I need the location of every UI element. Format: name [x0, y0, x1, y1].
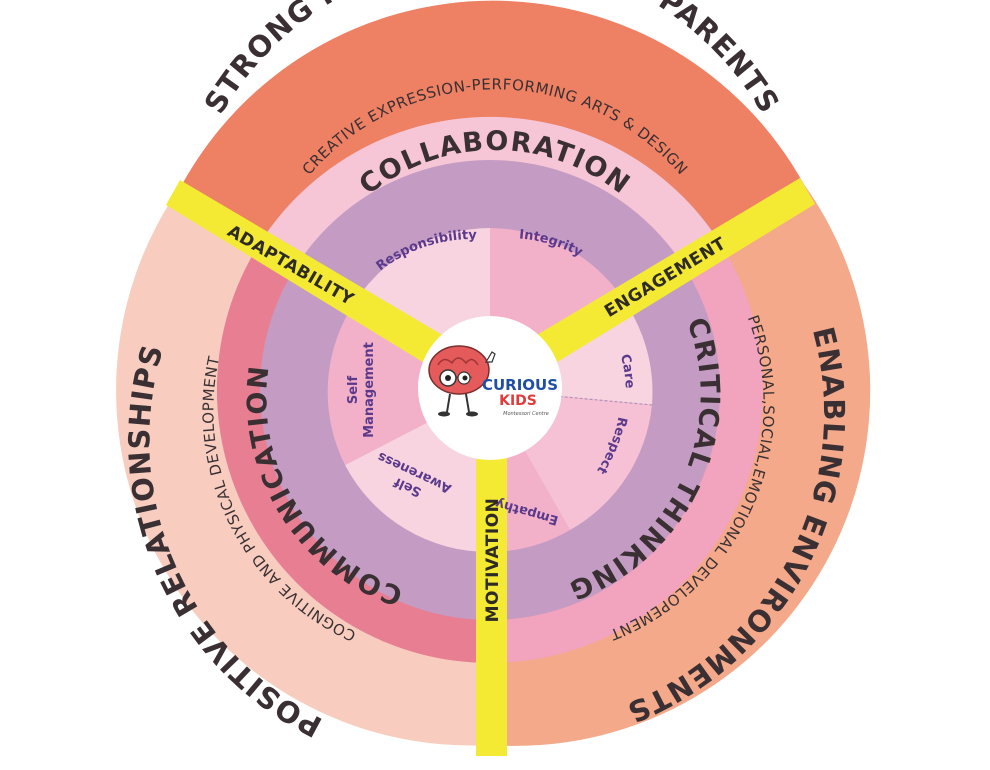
value-label-self-management: Self Management	[346, 342, 377, 438]
logo-tagline: Montessori Centre	[503, 411, 549, 417]
value-segment-self-management	[327, 310, 490, 465]
self-management-line1: Self	[346, 376, 361, 405]
spoke-adaptability	[166, 180, 505, 402]
logo-line1: CURIOUS	[482, 376, 558, 394]
logo-line2: KIDS	[499, 393, 537, 409]
center-logo: CURIOUS KIDS Montessori Centre	[418, 316, 562, 460]
brain-mascot-icon	[428, 345, 496, 417]
spoke-label-motivation: MOTIVATION	[483, 498, 503, 623]
value-label-care: Care	[617, 353, 637, 389]
spoke-engagement	[475, 178, 815, 402]
self-management-line2: Management	[362, 342, 377, 438]
